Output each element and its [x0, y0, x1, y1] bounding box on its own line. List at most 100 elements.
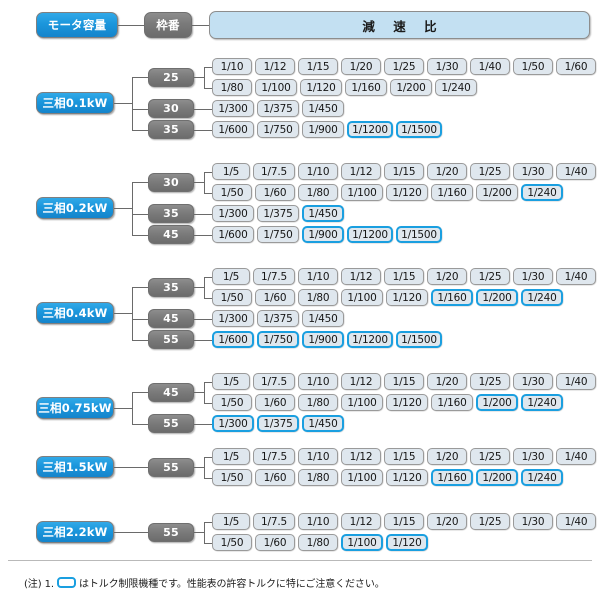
ratio-chip[interactable]: 1/120 — [386, 184, 428, 201]
ratio-chip[interactable]: 1/1200 — [347, 121, 393, 138]
ratio-chip[interactable]: 1/10 — [298, 268, 338, 285]
ratio-chip[interactable]: 1/200 — [476, 394, 518, 411]
ratio-chip[interactable]: 1/20 — [427, 268, 467, 285]
ratio-chip[interactable]: 1/80 — [298, 394, 338, 411]
ratio-chip[interactable]: 1/160 — [345, 79, 387, 96]
ratio-chip[interactable]: 1/30 — [427, 58, 467, 75]
ratio-chip[interactable]: 1/80 — [212, 79, 252, 96]
ratio-chip[interactable]: 1/450 — [302, 100, 344, 117]
ratio-chip[interactable]: 1/50 — [212, 469, 252, 486]
ratio-chip[interactable]: 1/60 — [255, 184, 295, 201]
frame-number-pill[interactable]: 55 — [148, 457, 194, 477]
ratio-chip[interactable]: 1/7.5 — [253, 513, 295, 530]
frame-number-pill[interactable]: 30 — [148, 99, 194, 118]
ratio-chip[interactable]: 1/160 — [431, 289, 473, 306]
ratio-chip[interactable]: 1/750 — [257, 331, 299, 348]
ratio-chip[interactable]: 1/12 — [341, 373, 381, 390]
ratio-chip[interactable]: 1/25 — [470, 373, 510, 390]
ratio-chip[interactable]: 1/100 — [341, 469, 383, 486]
ratio-chip[interactable]: 1/300 — [212, 205, 254, 222]
ratio-chip[interactable]: 1/10 — [212, 58, 252, 75]
ratio-chip[interactable]: 1/60 — [255, 394, 295, 411]
ratio-chip[interactable]: 1/750 — [257, 121, 299, 138]
ratio-chip[interactable]: 1/25 — [470, 513, 510, 530]
frame-number-pill[interactable]: 35 — [148, 120, 194, 139]
ratio-chip[interactable]: 1/60 — [556, 58, 596, 75]
ratio-chip[interactable]: 1/240 — [521, 289, 563, 306]
ratio-chip[interactable]: 1/120 — [386, 469, 428, 486]
ratio-chip[interactable]: 1/50 — [212, 534, 252, 551]
frame-number-pill[interactable]: 55 — [148, 330, 194, 349]
ratio-chip[interactable]: 1/5 — [212, 268, 250, 285]
ratio-chip[interactable]: 1/15 — [384, 163, 424, 180]
ratio-chip[interactable]: 1/25 — [470, 448, 510, 465]
ratio-chip[interactable]: 1/1200 — [347, 226, 393, 243]
ratio-chip[interactable]: 1/50 — [513, 58, 553, 75]
ratio-chip[interactable]: 1/80 — [298, 289, 338, 306]
ratio-chip[interactable]: 1/200 — [476, 184, 518, 201]
ratio-chip[interactable]: 1/100 — [341, 289, 383, 306]
ratio-chip[interactable]: 1/900 — [302, 226, 344, 243]
ratio-chip[interactable]: 1/15 — [384, 513, 424, 530]
ratio-chip[interactable]: 1/240 — [521, 184, 563, 201]
ratio-chip[interactable]: 1/50 — [212, 184, 252, 201]
ratio-chip[interactable]: 1/5 — [212, 513, 250, 530]
ratio-chip[interactable]: 1/5 — [212, 448, 250, 465]
ratio-chip[interactable]: 1/450 — [302, 415, 344, 432]
ratio-chip[interactable]: 1/20 — [427, 373, 467, 390]
ratio-chip[interactable]: 1/30 — [513, 373, 553, 390]
frame-number-pill[interactable]: 55 — [148, 522, 194, 542]
ratio-chip[interactable]: 1/15 — [384, 268, 424, 285]
frame-number-pill[interactable]: 25 — [148, 67, 194, 87]
ratio-chip[interactable]: 1/1500 — [396, 121, 442, 138]
frame-number-pill[interactable]: 30 — [148, 172, 194, 192]
ratio-chip[interactable]: 1/450 — [302, 205, 344, 222]
ratio-chip[interactable]: 1/15 — [384, 373, 424, 390]
ratio-chip[interactable]: 1/7.5 — [253, 448, 295, 465]
ratio-chip[interactable]: 1/7.5 — [253, 268, 295, 285]
ratio-chip[interactable]: 1/240 — [521, 469, 563, 486]
ratio-chip[interactable]: 1/60 — [255, 469, 295, 486]
ratio-chip[interactable]: 1/10 — [298, 373, 338, 390]
ratio-chip[interactable]: 1/80 — [298, 534, 338, 551]
ratio-chip[interactable]: 1/375 — [257, 205, 299, 222]
ratio-chip[interactable]: 1/20 — [341, 58, 381, 75]
ratio-chip[interactable]: 1/900 — [302, 121, 344, 138]
frame-number-pill[interactable]: 45 — [148, 225, 194, 244]
ratio-chip[interactable]: 1/7.5 — [253, 163, 295, 180]
frame-number-pill[interactable]: 45 — [148, 309, 194, 328]
ratio-chip[interactable]: 1/1500 — [396, 226, 442, 243]
ratio-chip[interactable]: 1/40 — [556, 268, 596, 285]
motor-capacity-pill[interactable]: 三相2.2kW — [36, 521, 114, 543]
ratio-chip[interactable]: 1/160 — [431, 184, 473, 201]
ratio-chip[interactable]: 1/25 — [470, 268, 510, 285]
ratio-chip[interactable]: 1/450 — [302, 310, 344, 327]
ratio-chip[interactable]: 1/375 — [257, 100, 299, 117]
motor-capacity-pill[interactable]: 三相0.1kW — [36, 92, 114, 115]
ratio-chip[interactable]: 1/80 — [298, 469, 338, 486]
ratio-chip[interactable]: 1/5 — [212, 373, 250, 390]
ratio-chip[interactable]: 1/60 — [255, 289, 295, 306]
ratio-chip[interactable]: 1/120 — [300, 79, 342, 96]
ratio-chip[interactable]: 1/120 — [386, 534, 428, 551]
ratio-chip[interactable]: 1/50 — [212, 394, 252, 411]
ratio-chip[interactable]: 1/80 — [298, 184, 338, 201]
ratio-chip[interactable]: 1/25 — [470, 163, 510, 180]
ratio-chip[interactable]: 1/30 — [513, 513, 553, 530]
ratio-chip[interactable]: 1/750 — [257, 226, 299, 243]
ratio-chip[interactable]: 1/300 — [212, 415, 254, 432]
ratio-chip[interactable]: 1/1200 — [347, 331, 393, 348]
ratio-chip[interactable]: 1/160 — [431, 469, 473, 486]
ratio-chip[interactable]: 1/25 — [384, 58, 424, 75]
ratio-chip[interactable]: 1/40 — [556, 163, 596, 180]
frame-number-pill[interactable]: 55 — [148, 414, 194, 433]
ratio-chip[interactable]: 1/10 — [298, 163, 338, 180]
ratio-chip[interactable]: 1/200 — [476, 469, 518, 486]
ratio-chip[interactable]: 1/12 — [341, 163, 381, 180]
ratio-chip[interactable]: 1/600 — [212, 331, 254, 348]
ratio-chip[interactable]: 1/200 — [390, 79, 432, 96]
ratio-chip[interactable]: 1/7.5 — [253, 373, 295, 390]
ratio-chip[interactable]: 1/60 — [255, 534, 295, 551]
ratio-chip[interactable]: 1/10 — [298, 513, 338, 530]
motor-capacity-pill[interactable]: 三相1.5kW — [36, 456, 114, 478]
